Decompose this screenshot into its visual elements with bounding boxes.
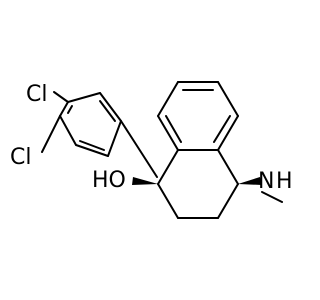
dichlorophenyl-ring (59, 92, 122, 157)
cl-bottom-bond (41, 115, 61, 153)
cl-top-bond (53, 91, 69, 103)
chlorine-bottom-label: Cl (10, 145, 31, 170)
saturated-ring (157, 149, 239, 219)
n-methyl-bond (261, 191, 283, 203)
structure-canvas: Cl Cl HO N H (10, 81, 293, 219)
fused-benzene-ring (157, 81, 239, 151)
aryl-to-c1-bond (120, 120, 158, 178)
c1-oh-wedge (132, 177, 158, 185)
c4-n-wedge (238, 177, 262, 185)
chlorine-top-label: Cl (26, 82, 47, 107)
amine-hydrogen-label: H (276, 169, 293, 194)
amine-nitrogen-label: N (258, 169, 274, 194)
molecule-diagram: Cl Cl HO N H (10, 81, 293, 219)
hydroxyl-label: HO (92, 168, 126, 193)
